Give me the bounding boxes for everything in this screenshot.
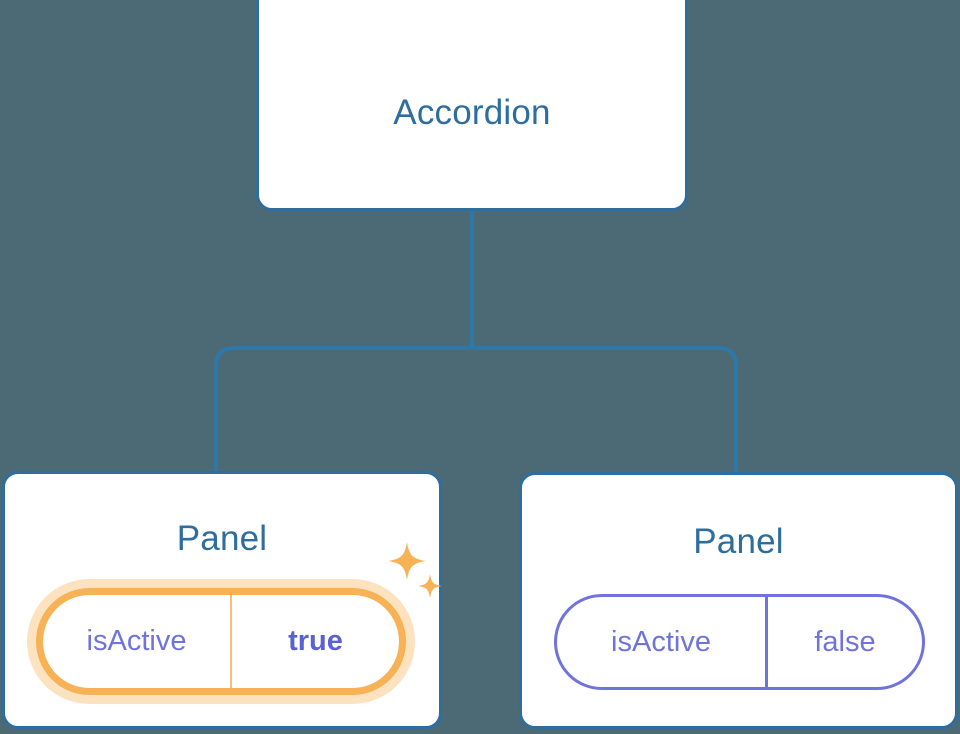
node-panel-active-title: Panel	[176, 519, 268, 558]
node-accordion-title: Accordion	[393, 93, 551, 132]
prop-value-label: false	[814, 625, 876, 658]
node-panel-inactive-title: Panel	[693, 522, 784, 561]
prop-key-label: isActive	[557, 597, 768, 687]
prop-key-label: isActive	[43, 595, 232, 688]
connector-branch-left	[214, 346, 472, 476]
prop-pill-isactive-true[interactable]: isActive true	[36, 588, 406, 695]
prop-value-label: true	[288, 625, 343, 657]
connector-branch-right	[472, 346, 738, 476]
node-accordion[interactable]: Accordion	[256, 0, 688, 211]
prop-pill-isactive-false[interactable]: isActive false	[554, 594, 925, 690]
